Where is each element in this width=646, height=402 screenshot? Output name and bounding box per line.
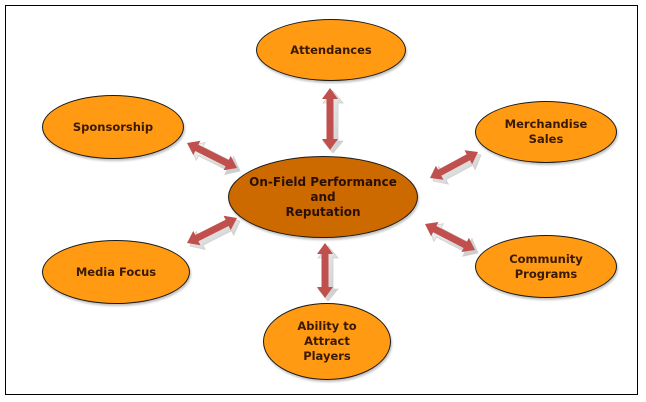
node-label: Media Focus (75, 264, 157, 279)
arrow-body (430, 150, 478, 180)
arrow-ability-to-attract (317, 243, 339, 302)
arrow-body (322, 88, 338, 150)
node-label: Ability to Attract Players (297, 319, 357, 363)
node-on-field-performance: On-Field Performance and Reputation (228, 156, 418, 238)
node-label: Sponsorship (72, 119, 154, 134)
node-sponsorship: Sponsorship (42, 95, 184, 159)
node-media-focus: Media Focus (42, 240, 190, 304)
arrow-attendances (322, 88, 344, 154)
node-label: Community Programs (509, 251, 583, 281)
arrow-sponsorship (187, 140, 241, 176)
node-ability-to-attract-players: Ability to Attract Players (263, 303, 391, 380)
node-community-programs: Community Programs (475, 235, 617, 298)
node-merchandise-sales: Merchandise Sales (475, 101, 617, 163)
node-attendances: Attendances (256, 19, 406, 81)
arrow-merchandise-sales (430, 150, 482, 185)
arrow-body (425, 222, 475, 252)
node-label: Merchandise Sales (504, 117, 588, 146)
arrow-community-programs (425, 222, 479, 257)
arrow-body (187, 140, 237, 171)
arrow-body (317, 243, 333, 298)
node-label: Attendances (290, 42, 372, 57)
center-label: On-Field Performance and Reputation (249, 174, 397, 219)
diagram-frame (5, 5, 638, 395)
arrow-body (187, 215, 237, 246)
arrow-media-focus (187, 215, 241, 251)
